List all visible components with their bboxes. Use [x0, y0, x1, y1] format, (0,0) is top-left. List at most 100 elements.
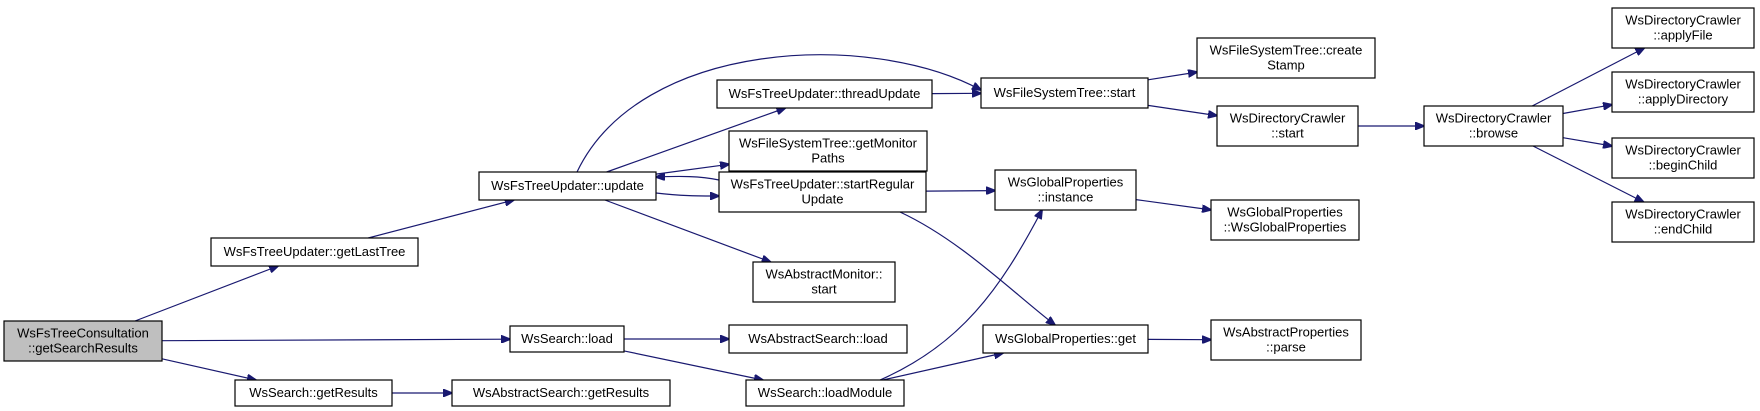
node-box	[509, 325, 625, 353]
node-gpGet[interactable]: WsGlobalProperties::get	[982, 324, 1149, 354]
node-dcApplyDirectory[interactable]: WsDirectoryCrawler::applyDirectory	[1611, 71, 1755, 113]
node-apParse[interactable]: WsAbstractProperties::parse	[1210, 319, 1362, 361]
node-update[interactable]: WsFsTreeUpdater::update	[478, 171, 657, 201]
node-label: WsGlobalProperties	[1008, 175, 1124, 190]
node-label: Update	[802, 192, 844, 207]
node-label: ::instance	[1038, 190, 1094, 205]
node-label: WsFsTreeUpdater::getLastTree	[224, 244, 406, 259]
node-box	[234, 379, 393, 407]
node-dcApplyFile[interactable]: WsDirectoryCrawler::applyFile	[1611, 7, 1755, 49]
node-label: WsAbstractMonitor::	[765, 267, 882, 282]
edge-update-to-absMonitorStart	[604, 199, 771, 262]
edge-root-to-getLastTree	[134, 266, 278, 322]
node-label: WsFileSystemTree::getMonitor	[739, 136, 918, 151]
edge-root-to-wsSearchLoad	[161, 339, 510, 341]
nodes-layer: WsFsTreeConsultation::getSearchResultsWs…	[3, 7, 1755, 407]
node-label: WsFsTreeUpdater::threadUpdate	[729, 86, 921, 101]
node-dcEndChild[interactable]: WsDirectoryCrawler::endChild	[1611, 201, 1755, 243]
node-label: ::WsGlobalProperties	[1224, 220, 1347, 235]
node-box	[728, 130, 928, 172]
node-label: WsFsTreeUpdater::startRegular	[731, 177, 915, 192]
edge-dcBrowse-to-dcEndChild	[1532, 145, 1644, 202]
node-label: WsDirectoryCrawler	[1625, 143, 1741, 158]
node-dcBeginChild[interactable]: WsDirectoryCrawler::beginChild	[1611, 137, 1755, 179]
node-absSearchGetResults[interactable]: WsAbstractSearch::getResults	[451, 379, 671, 407]
node-wsSearchLoad[interactable]: WsSearch::load	[509, 325, 625, 353]
node-label: ::beginChild	[1649, 158, 1718, 173]
node-label: WsSearch::load	[521, 331, 613, 346]
node-box	[1196, 37, 1376, 79]
node-label: ::endChild	[1654, 222, 1713, 237]
node-box	[1611, 201, 1755, 243]
node-label: WsDirectoryCrawler	[1625, 77, 1741, 92]
node-label: WsFsTreeConsultation	[17, 326, 149, 341]
node-box	[478, 171, 657, 201]
node-label: Stamp	[1267, 58, 1305, 73]
node-dcBrowse[interactable]: WsDirectoryCrawler::browse	[1423, 105, 1564, 147]
edge-update-to-startRegularUpdate	[655, 193, 719, 196]
node-label: WsGlobalProperties::get	[995, 331, 1136, 346]
node-gpCtor[interactable]: WsGlobalProperties::WsGlobalProperties	[1210, 199, 1360, 241]
node-absMonitorStart[interactable]: WsAbstractMonitor::start	[752, 261, 896, 303]
node-loadModule[interactable]: WsSearch::loadModule	[745, 379, 905, 407]
edge-startRegularUpdate-to-gpInstance	[925, 191, 995, 192]
edge-gpInstance-to-gpCtor	[1135, 199, 1211, 210]
node-box	[210, 237, 419, 267]
node-label: ::parse	[1266, 340, 1306, 355]
node-box	[718, 171, 927, 213]
node-box	[728, 324, 908, 354]
node-label: start	[811, 282, 837, 297]
edge-wsSearchLoad-to-loadModule	[623, 350, 763, 380]
node-box	[1210, 319, 1362, 361]
node-label: WsDirectoryCrawler	[1625, 13, 1741, 28]
node-label: ::applyFile	[1653, 28, 1712, 43]
node-label: ::start	[1271, 126, 1304, 141]
node-root[interactable]: WsFsTreeConsultation::getSearchResults	[3, 320, 163, 362]
node-box	[994, 169, 1137, 211]
edge-update-to-threadUpdate	[606, 108, 786, 173]
node-box	[1611, 137, 1755, 179]
edge-startRegularUpdate-to-update	[656, 176, 720, 180]
edge-getLastTree-to-update	[368, 200, 514, 239]
node-box	[1216, 105, 1359, 147]
node-label: WsAbstractProperties	[1223, 325, 1349, 340]
edge-root-to-wsSearchGetResults	[161, 358, 256, 380]
node-label: WsDirectoryCrawler	[1436, 111, 1552, 126]
node-getLastTree[interactable]: WsFsTreeUpdater::getLastTree	[210, 237, 419, 267]
node-box	[3, 320, 163, 362]
node-label: WsDirectoryCrawler	[1230, 111, 1346, 126]
edge-update-to-fstStart	[576, 54, 981, 173]
node-label: ::browse	[1469, 126, 1518, 141]
edge-dcBrowse-to-dcApplyDirectory	[1562, 105, 1612, 115]
node-box	[1210, 199, 1360, 241]
node-fstStart[interactable]: WsFileSystemTree::start	[980, 77, 1149, 109]
node-box	[980, 77, 1149, 109]
edge-update-to-getMonitorPaths	[655, 164, 729, 175]
node-label: WsGlobalProperties	[1227, 205, 1343, 220]
node-gpInstance[interactable]: WsGlobalProperties::instance	[994, 169, 1137, 211]
node-label: ::applyDirectory	[1638, 92, 1729, 107]
edge-startRegularUpdate-to-gpGet	[899, 211, 1055, 325]
edge-loadModule-to-gpGet	[882, 353, 1003, 381]
node-box	[1611, 7, 1755, 49]
node-label: WsDirectoryCrawler	[1625, 207, 1741, 222]
node-wsSearchGetResults[interactable]: WsSearch::getResults	[234, 379, 393, 407]
node-label: WsFsTreeUpdater::update	[491, 178, 644, 193]
node-dcStart[interactable]: WsDirectoryCrawler::start	[1216, 105, 1359, 147]
node-label: WsAbstractSearch::getResults	[473, 385, 650, 400]
node-label: WsAbstractSearch::load	[748, 331, 887, 346]
node-label: Paths	[811, 151, 845, 166]
node-box	[1423, 105, 1564, 147]
node-box	[1611, 71, 1755, 113]
node-label: WsSearch::loadModule	[758, 385, 892, 400]
node-threadUpdate[interactable]: WsFsTreeUpdater::threadUpdate	[716, 79, 933, 109]
node-label: ::getSearchResults	[28, 341, 138, 356]
edge-fstStart-to-createStamp	[1147, 72, 1197, 81]
node-box	[982, 324, 1149, 354]
edge-dcBrowse-to-dcBeginChild	[1562, 137, 1612, 146]
node-absSearchLoad[interactable]: WsAbstractSearch::load	[728, 324, 908, 354]
